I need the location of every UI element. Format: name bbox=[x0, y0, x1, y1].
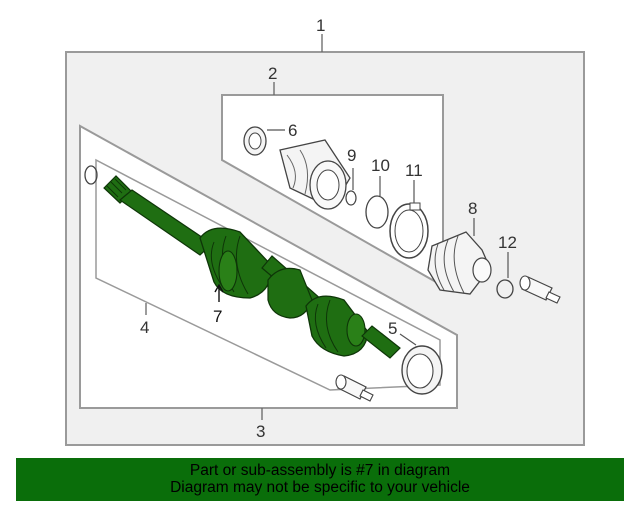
part-10-snap-ring bbox=[365, 195, 389, 229]
callout-9: 9 bbox=[347, 146, 356, 165]
part-9-clip bbox=[345, 190, 357, 206]
banner-line-1: Part or sub-assembly is #7 in diagram bbox=[189, 462, 451, 479]
callout-1: 1 bbox=[316, 16, 325, 35]
callout-11: 11 bbox=[405, 161, 423, 180]
callout-8: 8 bbox=[468, 199, 477, 218]
callout-5: 5 bbox=[388, 319, 397, 338]
part-7-axle-assembly bbox=[103, 175, 401, 359]
bolt-upper bbox=[519, 275, 561, 304]
part-11-clamp bbox=[389, 202, 429, 259]
part-12-clip bbox=[496, 279, 514, 299]
small-ring-left bbox=[84, 165, 98, 185]
part-6-ring bbox=[243, 126, 267, 156]
banner-line-2: Diagram may not be specific to your vehi… bbox=[170, 479, 470, 496]
bolt-lower bbox=[335, 374, 374, 402]
callout-4: 4 bbox=[140, 318, 149, 337]
callout-7: 7 bbox=[213, 307, 222, 326]
arrow-7 bbox=[214, 283, 224, 293]
info-banner: Part or sub-assembly is #7 in diagram Di… bbox=[16, 458, 624, 501]
callout-3: 3 bbox=[256, 422, 265, 441]
part-5-seal bbox=[401, 345, 443, 395]
callout-12: 12 bbox=[498, 233, 517, 252]
part-8-inner-boot bbox=[427, 231, 492, 295]
callout-6: 6 bbox=[288, 121, 297, 140]
leader-5 bbox=[399, 333, 417, 346]
callout-10: 10 bbox=[371, 156, 390, 175]
axle-inner-frame bbox=[95, 158, 441, 391]
outer-boot bbox=[279, 139, 351, 210]
callout-2: 2 bbox=[268, 64, 277, 83]
